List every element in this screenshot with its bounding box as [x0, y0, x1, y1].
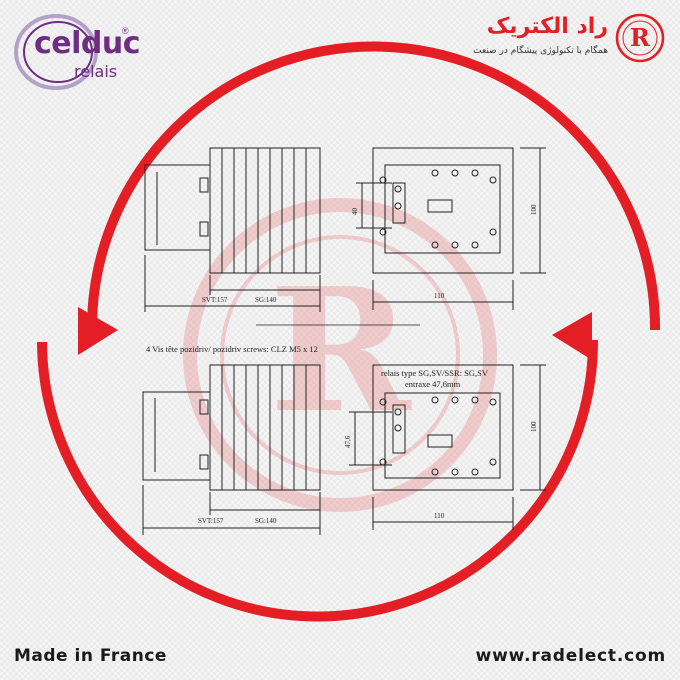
upper-arc-arrow	[87, 41, 661, 331]
rad-emblem-icon: R	[615, 13, 665, 63]
registered-mark: ®	[122, 26, 129, 36]
relay-entraxe-note: entraxe 47,6mm	[405, 379, 461, 389]
bottom-dim-spacing: 47,6	[344, 435, 352, 448]
top-relay-face	[384, 164, 501, 254]
top-dim-spacing: 40	[351, 208, 359, 216]
bottom-dim-sg: SG:140	[255, 517, 277, 525]
celduc-swirl-icon	[14, 14, 98, 90]
arrow-head-left	[552, 312, 592, 360]
lower-arc-arrow	[37, 339, 599, 622]
rad-tagline: همگام با تکنولوژی پیشگام در صنعت	[473, 46, 608, 56]
bottom-dim-width: 110	[434, 512, 445, 520]
bottom-front-view	[349, 364, 546, 530]
celduc-logo: celduc ® relais	[12, 12, 141, 92]
celduc-subtitle: relais	[74, 62, 118, 81]
watermark-emblem: R	[183, 198, 497, 512]
bottom-dim-svt: SVT:157	[198, 517, 224, 525]
celduc-brand-name: celduc	[34, 26, 141, 61]
rad-brand-name: راد الکتریک	[486, 14, 608, 39]
arrow-head-right	[78, 307, 118, 355]
top-dim-width: 110	[434, 292, 445, 300]
bottom-heatsink	[209, 364, 321, 491]
top-front-view	[356, 147, 546, 310]
top-side-view	[144, 147, 321, 312]
bottom-front-frame	[372, 364, 514, 491]
top-dim-sg: SG:140	[255, 296, 277, 304]
top-heatsink	[209, 147, 321, 274]
top-dim-height: 100	[530, 204, 538, 215]
top-front-frame	[372, 147, 514, 274]
made-in-label: Made in France	[14, 646, 167, 666]
website-link[interactable]: www.radelect.com	[475, 646, 666, 666]
bottom-side-view	[142, 364, 321, 535]
rad-emblem-letter: R	[630, 23, 651, 52]
relay-type-note: relais type SG,SV/SSR: SG,SV	[381, 368, 489, 378]
bottom-relay-face	[384, 392, 501, 479]
cycle-arrows	[37, 41, 661, 622]
screw-note: 4 Vis tête pozidriv/ pozidriv screws: CL…	[146, 344, 318, 354]
top-dim-svt: SVT:157	[202, 296, 228, 304]
bottom-dim-height: 100	[530, 421, 538, 432]
watermark-letter: R	[269, 251, 412, 451]
